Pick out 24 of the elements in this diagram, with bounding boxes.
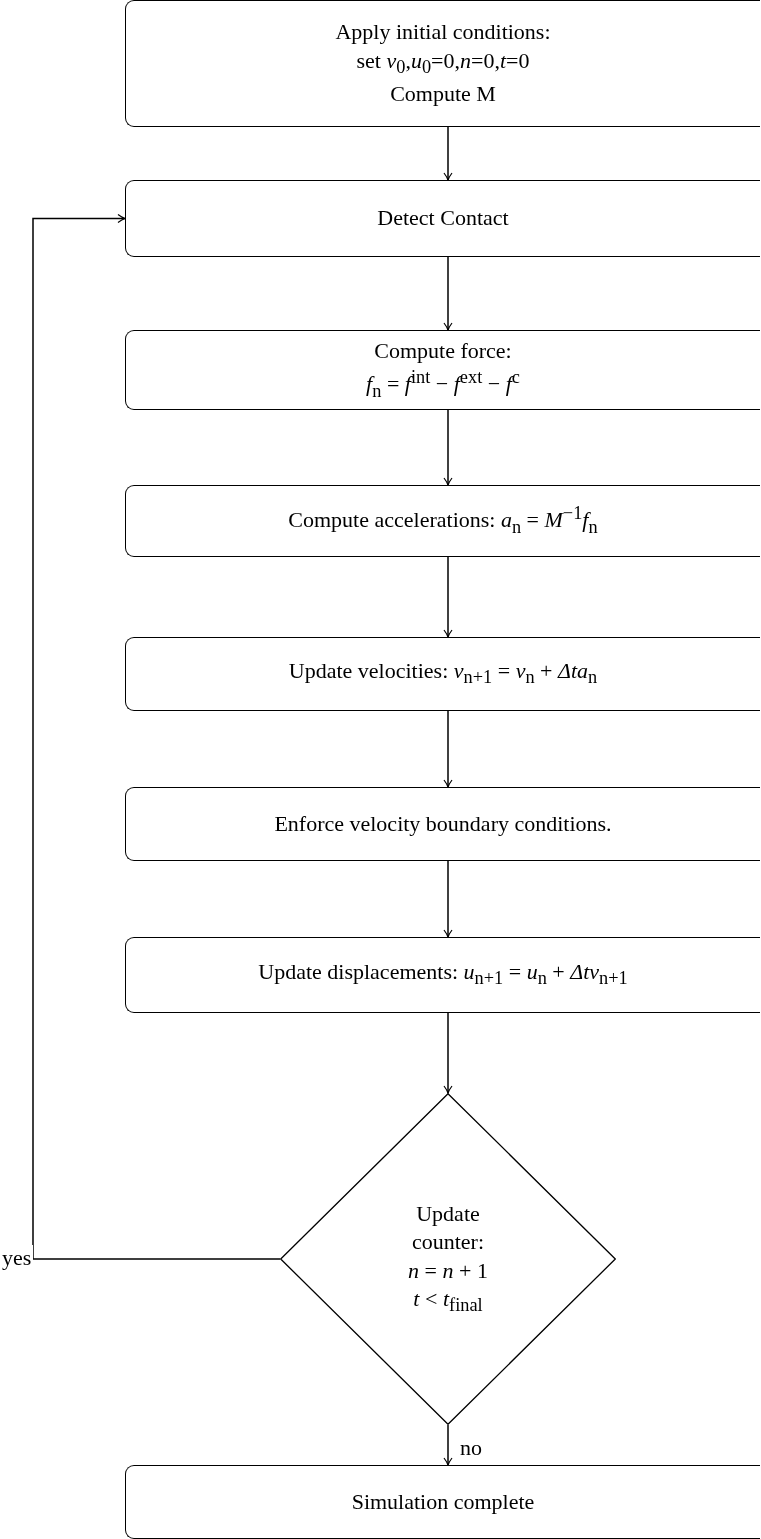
- box-text: Detect Contact: [377, 204, 509, 233]
- process-box: [125, 937, 760, 1013]
- process-box: [125, 637, 760, 711]
- box-text: n = n + 1: [407, 1256, 489, 1285]
- box-text: t < t$_{final}$: [412, 1285, 484, 1318]
- box-text: Compute accelerations: a$_{n}$ = M$^{−1}$f$_{n}$: [288, 502, 598, 539]
- process-box: [125, 330, 760, 410]
- box-text: Apply initial conditions:: [335, 18, 551, 47]
- decision-diamond: [280, 1093, 616, 1425]
- process-box: [125, 485, 760, 557]
- process-box: [125, 0, 760, 127]
- process-box: [125, 180, 760, 257]
- box-text: Update displacements: u$_{n+1}$ = u$_{n}$ + Δtv$_{n+1}$: [258, 958, 628, 991]
- box-text: f$_{n}$ = f$^{int}$ − f$^{ext}$ − f$^{c}$: [366, 365, 520, 403]
- box-text: Compute force:: [374, 336, 512, 365]
- box-text: Compute M: [390, 80, 496, 109]
- edge-label: yes: [0, 1245, 34, 1272]
- box-text: Update velocities: v$_{n+1}$ = v$_{n}$ + Δta$_{n}$: [288, 657, 598, 690]
- box-text: Update counter:: [410, 1199, 486, 1257]
- box-text: Enforce velocity boundary conditions.: [274, 809, 612, 838]
- process-box: [125, 1465, 760, 1539]
- box-text: set v$_{0}$,u$_{0}$=0,n=0,t=0: [356, 46, 530, 80]
- box-text: Simulation complete: [351, 1487, 535, 1516]
- process-box: [125, 787, 760, 861]
